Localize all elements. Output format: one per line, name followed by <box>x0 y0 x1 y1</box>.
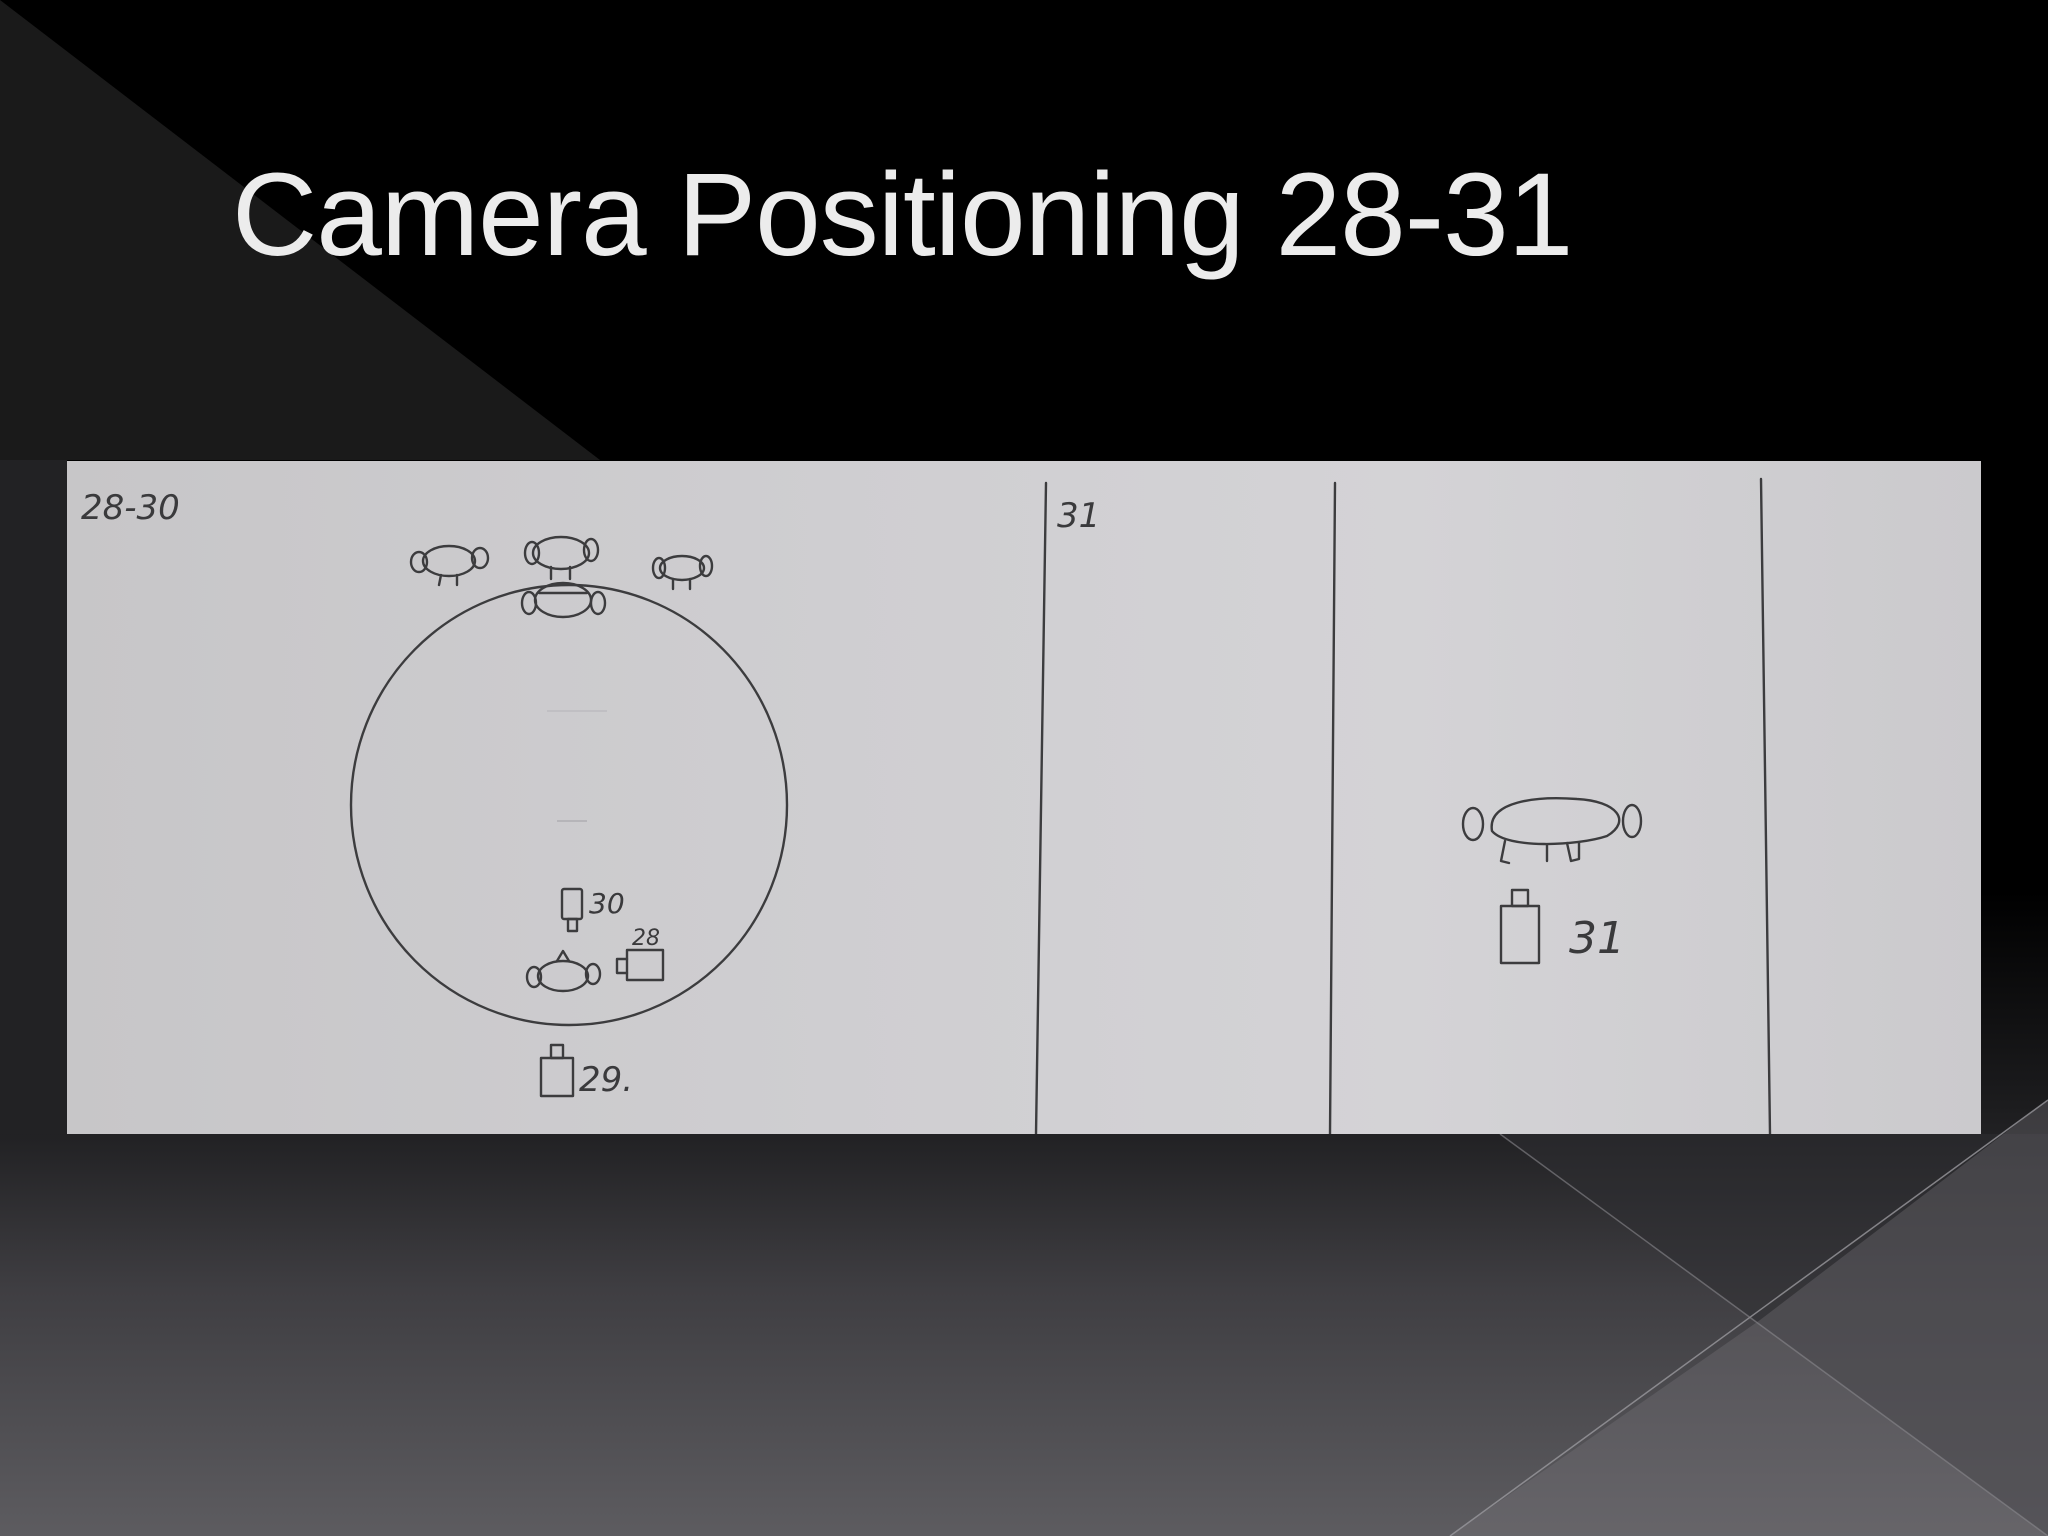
camera-30-label: 30 <box>589 887 625 920</box>
storyboard-sketch: 28-30 31 <box>67 461 1981 1134</box>
figure-table-head <box>520 581 607 619</box>
figure-top-right <box>651 554 714 591</box>
panel-divider-2 <box>1328 481 1337 1134</box>
panel-label-28-30: 28-30 <box>81 488 180 528</box>
panel-divider-3 <box>1759 477 1772 1134</box>
camera-31-label: 31 <box>1569 913 1625 964</box>
panel-divider-1 <box>1034 481 1048 1134</box>
figure-panel-31 <box>1461 797 1643 865</box>
round-table <box>349 583 789 1027</box>
figure-table-foot <box>525 949 602 993</box>
figure-top-left <box>409 544 490 587</box>
background-diagonal-line-1 <box>1449 1099 2048 1536</box>
slide-title: Camera Positioning 28-31 <box>232 149 1573 281</box>
camera-29-label: 29. <box>579 1060 633 1100</box>
camera-28-label: 28 <box>632 926 660 951</box>
figure-top-center <box>523 535 600 581</box>
sketch-drawing: 28-30 31 <box>81 477 1772 1134</box>
background-left-triangle <box>0 0 600 460</box>
camera-31-icon <box>1499 888 1541 965</box>
camera-28-icon <box>615 948 665 982</box>
camera-30-icon <box>560 887 584 933</box>
panel-label-31: 31 <box>1057 496 1100 536</box>
background-left-lower-panel <box>0 460 67 1134</box>
camera-29-icon <box>539 1043 575 1098</box>
background-diagonal-line-2 <box>1499 1133 2048 1536</box>
